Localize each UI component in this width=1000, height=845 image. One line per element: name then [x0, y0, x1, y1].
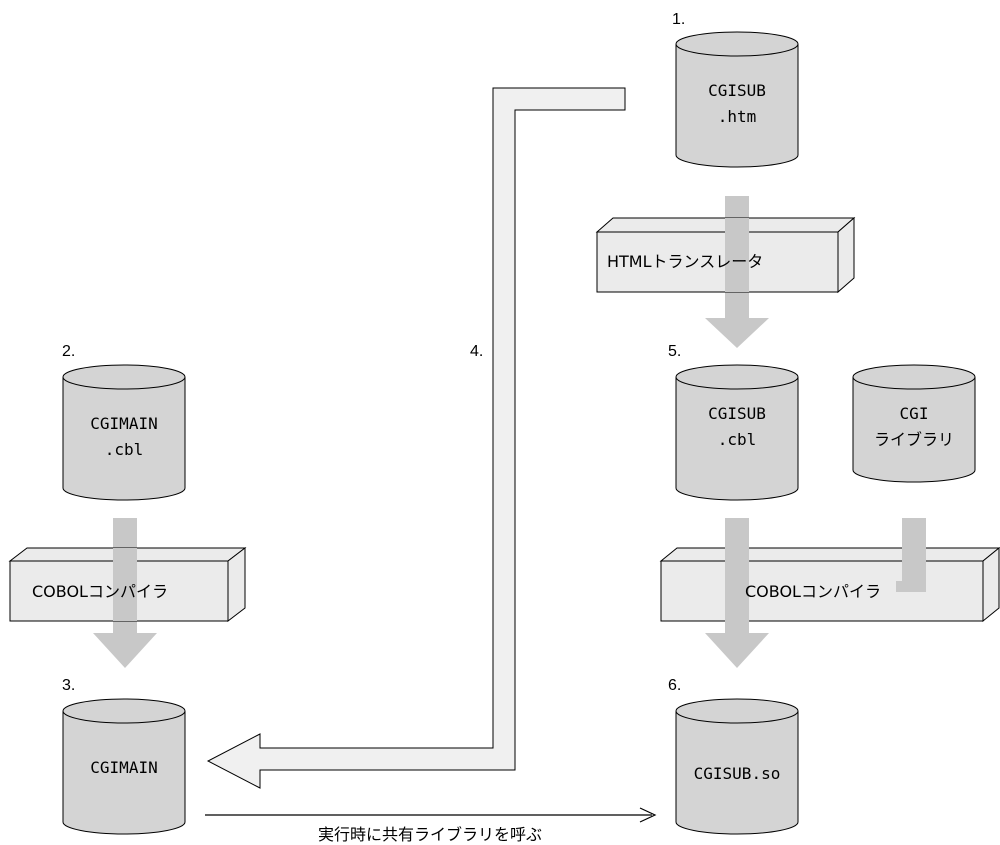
step-4-label: 4.: [470, 343, 483, 360]
cgi-library-name: CGI: [900, 404, 929, 423]
step-6-label: 6.: [668, 677, 681, 694]
cylinder-cgi-library: CGI ライブラリ: [852, 364, 976, 483]
runtime-call-label: 実行時に共有ライブラリを呼ぶ: [318, 825, 542, 844]
step-3-label: 3.: [62, 677, 75, 694]
cgi-library-label: ライブラリ: [874, 430, 954, 449]
cgisub-so-name: CGISUB.so: [694, 764, 781, 783]
cgimain-name: CGIMAIN: [90, 758, 157, 777]
step-1-label: 1.: [672, 11, 685, 28]
cylinder-cgisub-cbl: CGISUB .cbl: [675, 364, 799, 501]
cgisub-htm-ext: .htm: [718, 107, 757, 126]
runtime-call-arrow: [205, 807, 657, 823]
cgisub-cbl-ext: .cbl: [718, 430, 757, 449]
cylinder-cgimain-cbl: CGIMAIN .cbl: [62, 364, 186, 501]
cylinder-cgisub-htm: CGISUB .htm: [675, 31, 799, 168]
cgimain-cbl-name: CGIMAIN: [90, 414, 157, 433]
html-translator-label: HTMLトランスレータ: [607, 252, 763, 271]
cgisub-cbl-name: CGISUB: [708, 404, 766, 423]
cobol-compiler-left-label: COBOLコンパイラ: [32, 582, 168, 601]
cgimain-cbl-ext: .cbl: [105, 440, 144, 459]
cylinder-cgisub-so: CGISUB.so: [675, 698, 799, 835]
cgisub-htm-name: CGISUB: [708, 81, 766, 100]
cylinder-cgimain: CGIMAIN: [62, 698, 186, 835]
cobol-compiler-left-box: COBOLコンパイラ: [8, 546, 247, 623]
cobol-compiler-right-label: COBOLコンパイラ: [745, 582, 881, 601]
html-translator-box: HTMLトランスレータ: [595, 216, 856, 294]
step4-flow-arrow: [206, 87, 626, 789]
arrow-compile-right: [705, 518, 769, 668]
step-2-label: 2.: [62, 343, 75, 360]
bar-cgi-library-input: [902, 518, 926, 592]
step-5-label: 5.: [668, 343, 681, 360]
